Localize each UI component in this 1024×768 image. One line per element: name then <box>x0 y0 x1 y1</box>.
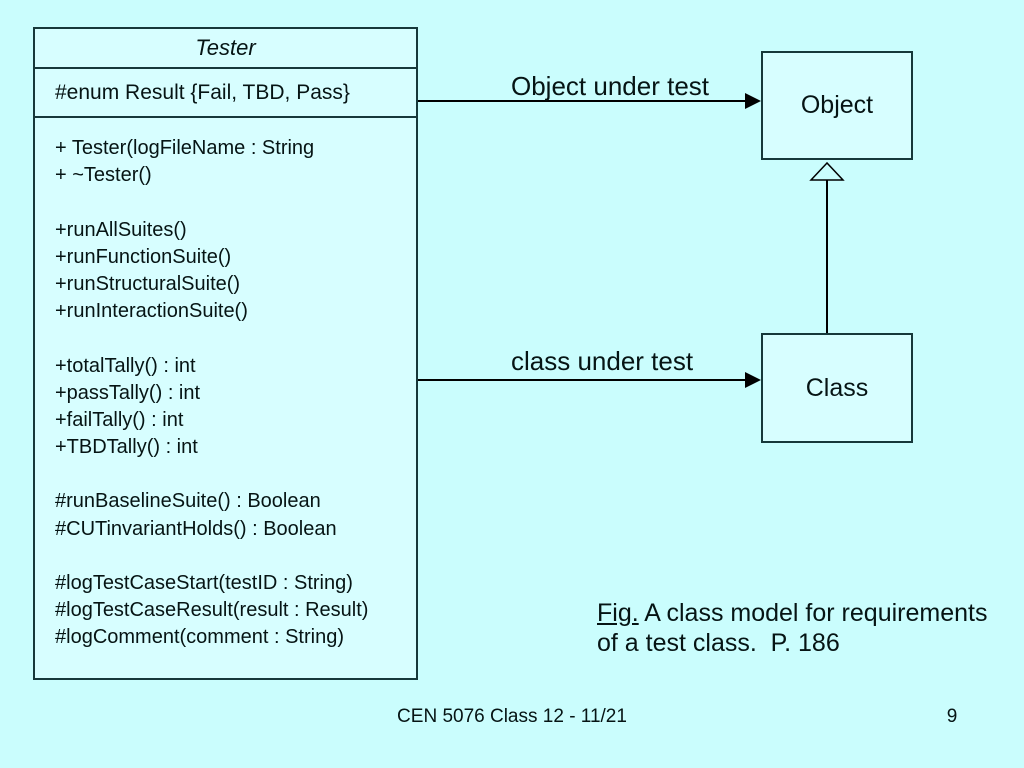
caption-text: A class model for requirements <box>638 599 988 627</box>
uml-class-class: Class <box>761 333 913 443</box>
class-method: +totalTally() : int <box>55 354 196 377</box>
class-method: +failTally() : int <box>55 408 184 431</box>
class-method: +runStructuralSuite() <box>55 272 241 295</box>
association-label-object: Object under test <box>511 71 709 101</box>
class-method: + Tester(logFileName : String <box>55 137 315 159</box>
class-method: + ~Tester() <box>55 164 152 187</box>
class-method: +TBDTally() : int <box>55 436 198 459</box>
class-method <box>55 327 416 354</box>
fig-label: Fig. <box>597 599 639 627</box>
generalization-arrow <box>809 161 845 334</box>
hollow-triangle-icon <box>809 161 845 181</box>
class-method <box>55 463 416 490</box>
filled-arrowhead-icon <box>745 372 761 388</box>
page-number: 9 <box>946 706 958 727</box>
class-method: #logTestCaseStart(testID : String) <box>55 572 353 594</box>
footer-text: CEN 5076 Class 12 - 11/21 <box>397 706 627 727</box>
object-box-label: Object <box>800 91 874 119</box>
class-method: #logComment(comment : String) <box>55 626 344 649</box>
class-method: +runAllSuites() <box>55 218 187 241</box>
class-method: +passTally() : int <box>55 381 201 404</box>
uml-class-tester: Tester #enum Result {Fail, TBD, Pass} + … <box>33 27 418 680</box>
class-method: +runFunctionSuite() <box>55 245 232 268</box>
class-attribute: #enum Result {Fail, TBD, Pass} <box>35 69 416 118</box>
class-method: #CUTinvariantHolds() : Boolean <box>55 517 337 540</box>
filled-arrowhead-icon <box>745 93 761 109</box>
class-method: +runInteractionSuite() <box>55 300 248 323</box>
caption-line-1: Fig. A class model for requirements <box>597 598 987 628</box>
class-method <box>55 191 416 218</box>
class-method: #runBaselineSuite() : Boolean <box>55 490 321 513</box>
class-box-label: Class <box>805 373 869 402</box>
uml-class-object: Object <box>761 51 913 160</box>
class-title: Tester <box>35 29 416 69</box>
caption-line-2: of a test class. P. 186 <box>597 629 840 657</box>
class-methods-list: + Tester(logFileName : String + ~Tester()… <box>35 118 416 654</box>
class-method <box>55 545 416 572</box>
class-method: #logTestCaseResult(result : Result) <box>55 599 369 622</box>
association-label-class: class under test <box>511 346 694 376</box>
figure-caption: Fig. A class model for requirements of a… <box>597 598 987 658</box>
